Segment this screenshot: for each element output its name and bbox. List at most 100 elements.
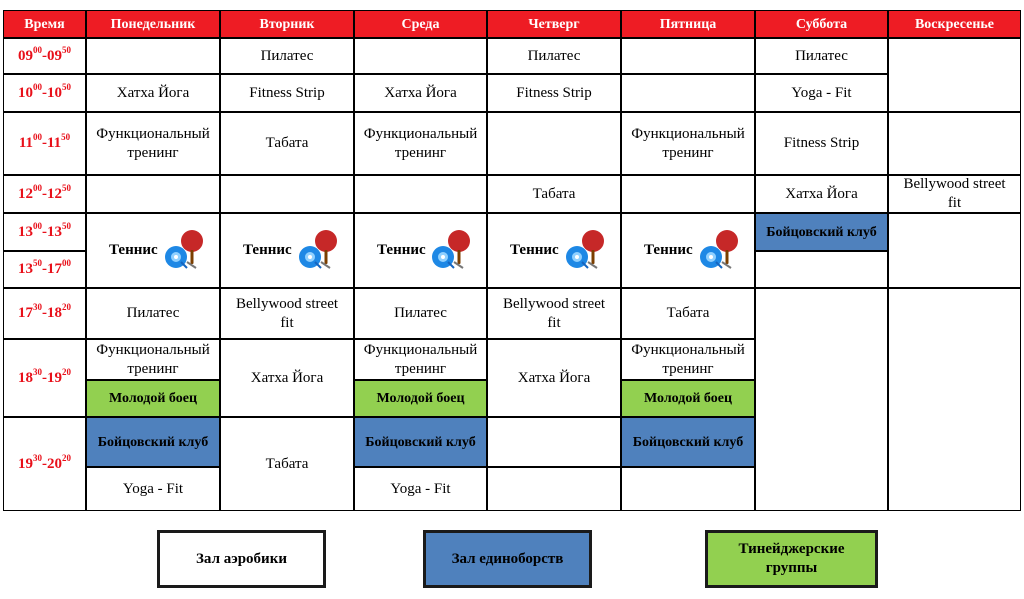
day-4-slot-8: Бойцовский клуб: [621, 417, 755, 467]
day-2-slot-7: Молодой боец: [354, 380, 487, 417]
time-slot-6: 1730-1820: [3, 288, 86, 339]
header-4-label: Четверг: [528, 16, 580, 32]
day-2-slot-4: Теннис: [354, 213, 487, 288]
day-3-slot-5-label: Bellywood street fit: [502, 295, 606, 331]
day-6-slot-0: [888, 38, 1021, 112]
day-6-slot-1: [888, 112, 1021, 175]
day-5-slot-5: [755, 251, 888, 288]
day-5-slot-4-label: Бойцовский клуб: [766, 224, 877, 240]
day-4-slot-7: Молодой боец: [621, 380, 755, 417]
day-0-slot-6: Функциональный тренинг: [86, 339, 220, 380]
day-0-slot-1-label: Хатха Йога: [116, 84, 190, 101]
header-7-label: Воскресенье: [914, 16, 995, 32]
day-5-slot-6: [755, 288, 888, 511]
day-0-slot-0: [86, 38, 220, 74]
day-6-slot-3: [888, 213, 1021, 288]
day-2-slot-9: Yoga - Fit: [354, 467, 487, 511]
day-3-slot-2: [487, 112, 621, 175]
day-1-slot-2: Табата: [220, 112, 354, 175]
day-3-slot-0: Пилатес: [487, 38, 621, 74]
day-3-slot-4-label: Теннис: [510, 242, 559, 258]
time-slot-4: 1300-1350: [3, 213, 86, 251]
header-0-label: Время: [24, 16, 65, 32]
day-4-slot-8-label: Бойцовский клуб: [632, 434, 744, 450]
day-2-slot-2-label: Функциональный тренинг: [363, 125, 478, 161]
header-1-label: Понедельник: [110, 16, 196, 32]
day-1-slot-6: Хатха Йога: [220, 339, 354, 417]
day-2-slot-0: [354, 38, 487, 74]
day-1-slot-3: [220, 175, 354, 213]
day-4-slot-2: Функциональный тренинг: [621, 112, 755, 175]
header-0: Время: [3, 10, 86, 38]
time-slot-label: 0900-0950: [18, 44, 71, 64]
day-2-slot-1-label: Хатха Йога: [384, 84, 457, 101]
time-slot-label: 1730-1820: [18, 302, 71, 322]
day-4-slot-4-label: Теннис: [644, 242, 693, 258]
day-0-slot-5: Пилатес: [86, 288, 220, 339]
day-3-slot-1-label: Fitness Strip: [516, 84, 592, 101]
day-1-slot-0-label: Пилатес: [260, 47, 314, 64]
time-slot-0: 0900-0950: [3, 38, 86, 74]
day-5-slot-0-label: Пилатес: [795, 47, 848, 64]
table-tennis-icon: [700, 229, 738, 269]
time-slot-label: 1100-1150: [18, 132, 71, 152]
day-1-slot-5-label: Bellywood street fit: [235, 295, 339, 331]
header-5: Пятница: [621, 10, 755, 38]
day-1-slot-1-label: Fitness Strip: [249, 84, 325, 101]
legend-label: Зал аэробики: [196, 550, 287, 567]
day-4-slot-1: [621, 74, 755, 112]
day-2-slot-1: Хатха Йога: [354, 74, 487, 112]
day-6-slot-2-label: Bellywood street fit: [903, 176, 1006, 211]
day-4-slot-5: Табата: [621, 288, 755, 339]
day-5-slot-3-label: Хатха Йога: [785, 185, 858, 202]
time-slot-label: 1350-1700: [18, 258, 71, 278]
day-6-slot-2: Bellywood street fit: [888, 175, 1021, 213]
day-1-slot-2-label: Табата: [265, 135, 309, 151]
day-2-slot-6-label: Функциональный тренинг: [363, 341, 478, 377]
day-0-slot-4: Теннис: [86, 213, 220, 288]
header-1: Понедельник: [86, 10, 220, 38]
day-3-slot-4: Теннис: [487, 213, 621, 288]
table-tennis-icon: [299, 229, 337, 269]
header-2-label: Вторник: [259, 16, 315, 32]
day-1-slot-7-label: Табата: [265, 455, 309, 472]
day-5-slot-3: Хатха Йога: [755, 175, 888, 213]
header-4: Четверг: [487, 10, 621, 38]
day-4-slot-7-label: Молодой боец: [643, 391, 733, 406]
legend-item-2: Тинейджерские группы: [705, 530, 878, 588]
day-1-slot-4-label: Теннис: [243, 242, 292, 258]
day-5-slot-1-label: Yoga - Fit: [791, 84, 852, 101]
day-2-slot-5: Пилатес: [354, 288, 487, 339]
day-5-slot-4: Бойцовский клуб: [755, 213, 888, 251]
day-2-slot-9-label: Yoga - Fit: [390, 480, 451, 497]
time-slot-label: 1300-1350: [18, 220, 71, 240]
day-2-slot-6: Функциональный тренинг: [354, 339, 487, 380]
day-0-slot-8: Бойцовский клуб: [86, 417, 220, 467]
time-slot-7: 1830-1920: [3, 339, 86, 417]
day-3-slot-3: Табата: [487, 175, 621, 213]
day-1-slot-6-label: Хатха Йога: [250, 369, 324, 386]
day-4-slot-3: [621, 175, 755, 213]
day-2-slot-8-label: Бойцовский клуб: [365, 434, 476, 450]
day-4-slot-9: [621, 467, 755, 511]
header-6-label: Суббота: [795, 16, 848, 32]
day-3-slot-1: Fitness Strip: [487, 74, 621, 112]
time-slot-1: 1000-1050: [3, 74, 86, 112]
day-0-slot-7: Молодой боец: [86, 380, 220, 417]
day-4-slot-6: Функциональный тренинг: [621, 339, 755, 380]
day-0-slot-8-label: Бойцовский клуб: [97, 434, 209, 450]
time-slot-8: 1930-2020: [3, 417, 86, 511]
day-1-slot-1: Fitness Strip: [220, 74, 354, 112]
time-slot-label: 1000-1050: [18, 81, 71, 101]
table-tennis-icon: [566, 229, 604, 269]
day-3-slot-7: [487, 417, 621, 467]
day-3-slot-3-label: Табата: [532, 185, 576, 202]
day-6-slot-4: [888, 288, 1021, 511]
table-tennis-icon: [165, 229, 203, 269]
legend-item-1: Зал единоборств: [423, 530, 592, 588]
day-4-slot-0: [621, 38, 755, 74]
day-4-slot-4: Теннис: [621, 213, 755, 288]
header-3: Среда: [354, 10, 487, 38]
day-1-slot-5: Bellywood street fit: [220, 288, 354, 339]
